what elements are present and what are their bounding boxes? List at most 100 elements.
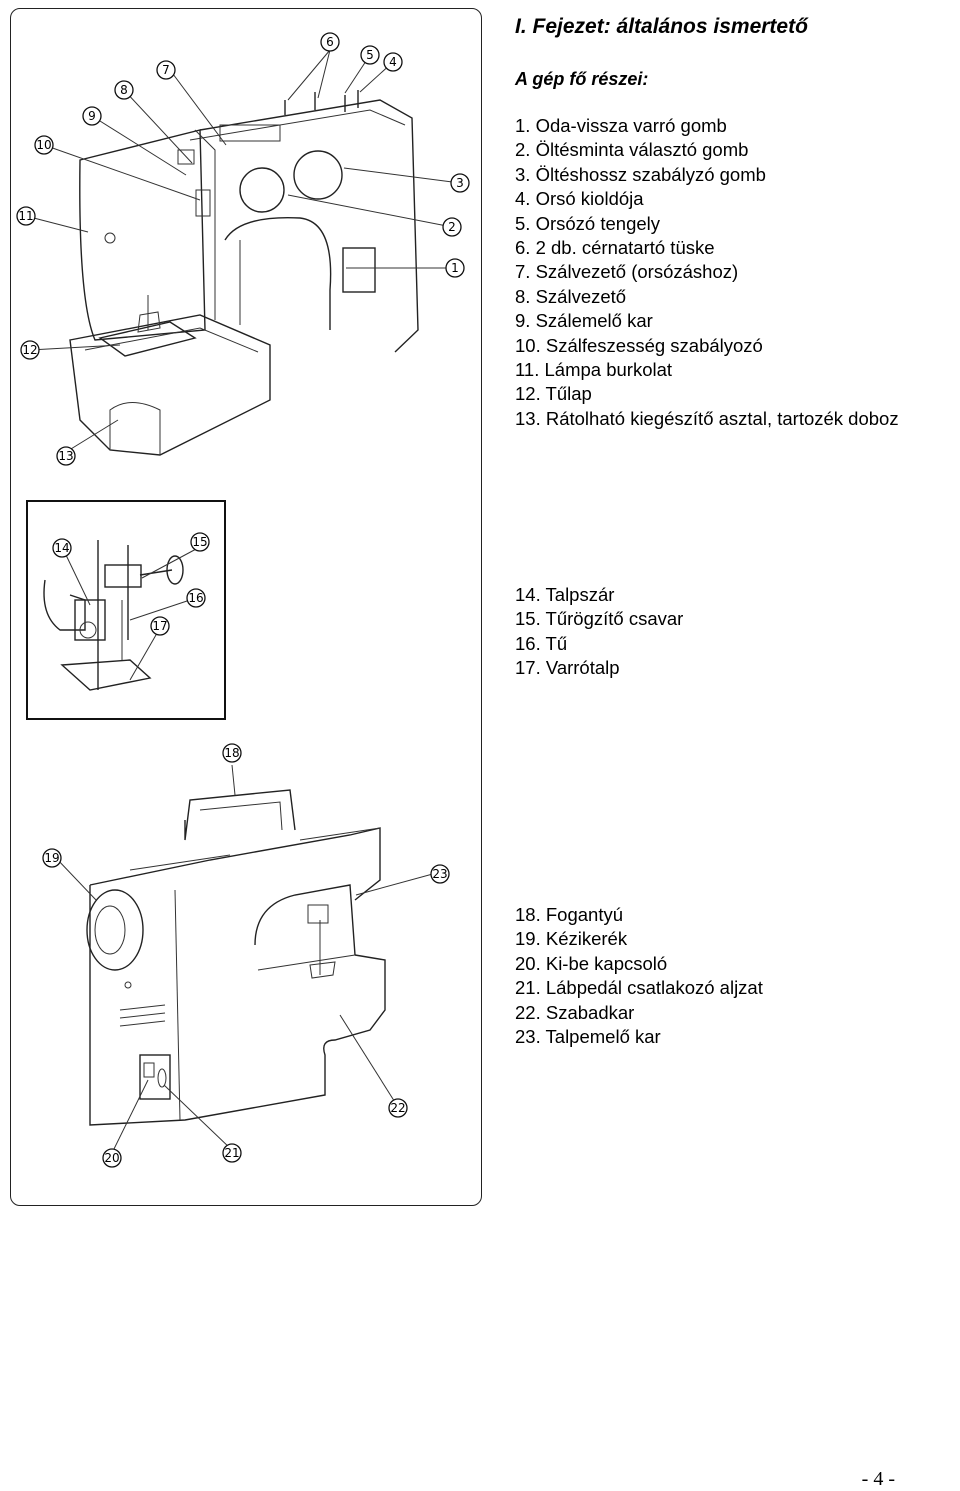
callout-15: 15 xyxy=(190,532,210,552)
callout-5: 5 xyxy=(360,45,380,65)
svg-text:14: 14 xyxy=(54,541,69,555)
parts-list-item: 15. Tűrögzítő csavar xyxy=(515,607,683,631)
parts-list-item: 23. Talpemelő kar xyxy=(515,1025,763,1049)
svg-text:16: 16 xyxy=(188,591,203,605)
svg-text:15: 15 xyxy=(192,535,207,549)
parts-list-item: 8. Szálvezető xyxy=(515,285,899,309)
callout-16: 16 xyxy=(186,588,206,608)
part-number: 1. xyxy=(515,115,531,136)
chapter-title: I. Fejezet: általános ismertető xyxy=(515,15,808,38)
part-number: 23. xyxy=(515,1026,541,1048)
callout-1: 1 xyxy=(445,258,465,278)
part-number: 17. xyxy=(515,657,541,679)
svg-text:3: 3 xyxy=(456,176,464,190)
part-label: Lábpedál csatlakozó aljzat xyxy=(545,977,763,999)
parts-list-item: 6. 2 db. cérnatartó tüske xyxy=(515,236,899,260)
machine-front-view xyxy=(25,49,461,456)
part-number: 10. xyxy=(515,334,541,356)
svg-text:1: 1 xyxy=(451,261,459,275)
svg-text:17: 17 xyxy=(152,619,167,633)
parts-list-item: 7. Szálvezető (orsózáshoz) xyxy=(515,260,899,284)
part-label: Orsózó tengely xyxy=(535,212,661,234)
parts-list-item: 17. Varrótalp xyxy=(515,656,683,680)
parts-list-item: 5. Orsózó tengely xyxy=(515,212,899,236)
part-label: Rátolható kiegészítő asztal, tartozék do… xyxy=(545,407,899,429)
part-number: 6. xyxy=(515,237,531,259)
parts-list-item: 4. Orsó kioldója xyxy=(515,187,899,211)
section-subtitle: A gép fő részei: xyxy=(515,69,649,89)
parts-list-item: 13. Rátolható kiegészítő asztal, tartozé… xyxy=(515,407,899,431)
part-label: Kézikerék xyxy=(545,928,628,950)
svg-text:21: 21 xyxy=(224,1146,239,1160)
callout-6: 6 xyxy=(320,32,340,52)
parts-list-item: 18. Fogantyú xyxy=(515,903,763,927)
part-number: 20. xyxy=(515,952,541,974)
part-label: Orsó kioldója xyxy=(535,188,644,210)
part-number: 21. xyxy=(515,977,541,999)
part-label: Fogantyú xyxy=(545,904,623,925)
svg-text:12: 12 xyxy=(22,343,37,357)
svg-text:5: 5 xyxy=(366,48,374,62)
parts-list-item: 16. Tű xyxy=(515,632,683,656)
machine-rear-view xyxy=(55,764,441,1154)
svg-text:4: 4 xyxy=(389,55,397,69)
callout-7: 7 xyxy=(156,60,176,80)
svg-text:22: 22 xyxy=(390,1101,405,1115)
part-label: 2 db. cérnatartó tüske xyxy=(535,237,715,259)
part-label: Lámpa burkolat xyxy=(544,359,673,381)
part-label: Szabadkar xyxy=(545,1001,635,1023)
parts-list-item: 21. Lábpedál csatlakozó aljzat xyxy=(515,976,763,1000)
part-label: Szálvezető (orsózáshoz) xyxy=(535,261,739,283)
parts-list-item: 3. Öltéshossz szabályzó gomb xyxy=(515,163,899,187)
svg-text:19: 19 xyxy=(44,851,59,865)
part-label: Szálemelő kar xyxy=(535,310,653,332)
part-label: Talpszár xyxy=(545,584,615,605)
part-number: 8. xyxy=(515,285,531,307)
parts-list-item: 12. Tűlap xyxy=(515,382,899,406)
part-label: Talpemelő kar xyxy=(545,1026,661,1048)
callout-23: 23 xyxy=(430,864,450,884)
svg-text:2: 2 xyxy=(448,220,456,234)
part-label: Oda-vissza varró gomb xyxy=(535,115,727,136)
part-number: 19. xyxy=(515,928,541,950)
callout-22: 22 xyxy=(388,1098,408,1118)
callout-17: 17 xyxy=(150,616,170,636)
part-label: Tűlap xyxy=(545,383,592,405)
part-number: 11. xyxy=(515,359,540,381)
part-label: Öltésminta választó gomb xyxy=(535,139,749,161)
callout-8: 8 xyxy=(114,80,134,100)
callout-12: 12 xyxy=(20,340,40,360)
presser-foot-detail xyxy=(43,540,199,691)
part-label: Szálfeszesség szabályozó xyxy=(545,334,763,356)
callout-11: 11 xyxy=(16,206,36,226)
parts-list-item: 9. Szálemelő kar xyxy=(515,309,899,333)
part-number: 12. xyxy=(515,383,541,405)
callout-4: 4 xyxy=(383,52,403,72)
svg-text:20: 20 xyxy=(104,1151,119,1165)
parts-list-item: 14. Talpszár xyxy=(515,583,683,607)
callout-9: 9 xyxy=(82,106,102,126)
part-number: 22. xyxy=(515,1001,541,1023)
part-number: 13. xyxy=(515,407,541,429)
part-number: 5. xyxy=(515,212,531,234)
svg-text:10: 10 xyxy=(36,138,51,152)
part-number: 7. xyxy=(515,261,531,283)
part-label: Szálvezető xyxy=(535,285,627,307)
part-number: 16. xyxy=(515,632,541,654)
callout-2: 2 xyxy=(442,217,462,237)
svg-text:6: 6 xyxy=(326,35,334,49)
parts-list-item: 19. Kézikerék xyxy=(515,927,763,951)
part-number: 3. xyxy=(515,163,531,185)
parts-list-item: 1. Oda-vissza varró gomb xyxy=(515,114,899,138)
part-number: 15. xyxy=(515,608,541,630)
parts-list-item: 22. Szabadkar xyxy=(515,1001,763,1025)
part-number: 9. xyxy=(515,310,531,332)
part-label: Ki-be kapcsoló xyxy=(545,952,668,974)
callout-18: 18 xyxy=(222,743,242,763)
parts-list-item: 20. Ki-be kapcsoló xyxy=(515,952,763,976)
part-label: Tűrögzítő csavar xyxy=(545,608,684,630)
page-number: - 4 - xyxy=(861,1468,895,1490)
